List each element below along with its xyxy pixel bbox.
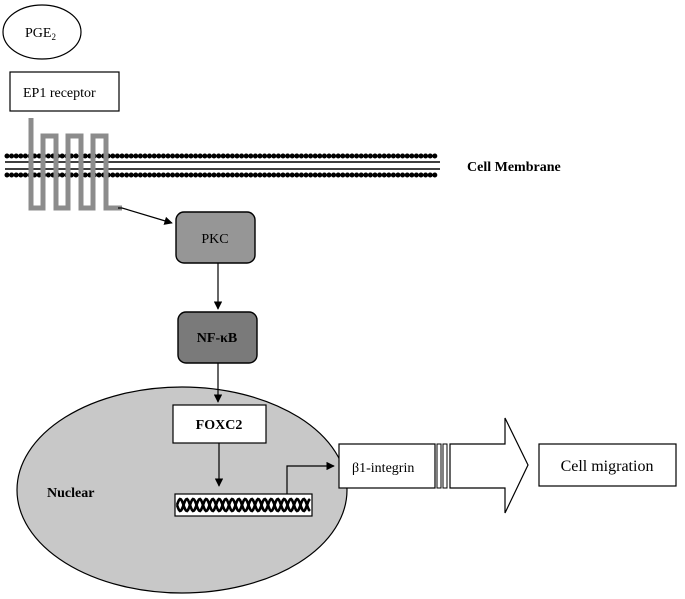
- pkc-node: [175, 211, 256, 264]
- arrow-separator-bars: [436, 443, 448, 489]
- arrow-dna-to-integrin: [286, 461, 335, 494]
- ep1-receptor-label: EP1 receptor: [23, 86, 96, 101]
- integrin-label: β1-integrin: [352, 461, 414, 476]
- cell-migration-label: Cell migration: [561, 458, 654, 475]
- ep1-receptor-box: [9, 71, 120, 112]
- foxc2-node: [172, 404, 267, 444]
- cell-membrane-label: Cell Membrane: [467, 160, 561, 175]
- ep1-transmembrane-path: [28, 118, 122, 211]
- pge2-ligand: [2, 4, 82, 60]
- pge2-label: PGE2: [25, 26, 56, 42]
- cell-migration-box: [538, 443, 677, 487]
- dna-helix: [174, 493, 313, 517]
- integrin-box: [338, 443, 436, 489]
- block-arrow-to-migration: [449, 417, 529, 514]
- nfkb-label: NF-κB: [197, 331, 237, 346]
- pkc-label: PKC: [201, 232, 228, 247]
- nucleus-label: Nuclear: [47, 486, 94, 501]
- arrow-receptor-to-pkc: [118, 207, 173, 225]
- foxc2-label: FOXC2: [196, 418, 243, 433]
- cell-membrane: [4, 153, 440, 178]
